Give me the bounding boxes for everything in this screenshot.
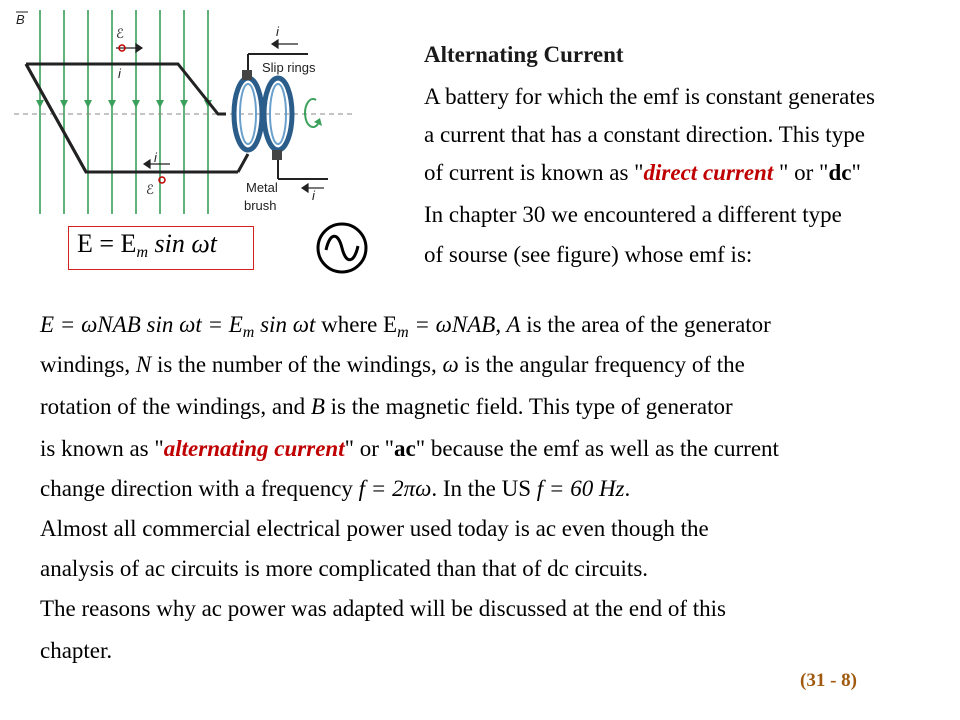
intro-line-1: A battery for which the emf is constant … [424, 84, 875, 109]
intro-line-4: In chapter 30 we encountered a different… [424, 202, 842, 227]
ac-source-icon [316, 222, 368, 274]
label-B: B [16, 12, 25, 27]
body-line-7: analysis of ac circuits is more complica… [40, 556, 649, 581]
boxed-emf-equation: E = Em sin ωt [68, 226, 254, 270]
magnetic-field-lines [39, 10, 209, 214]
term-ac: ac [394, 436, 416, 461]
label-i-top: i [118, 66, 122, 81]
body-line-9: chapter. [40, 638, 113, 663]
intro-line-3: of current is known as "direct current "… [424, 160, 861, 185]
label-emf-top: ℰ [116, 26, 124, 41]
term-direct-current: direct current [643, 160, 779, 185]
body-line-3: rotation of the windings, and B is the m… [40, 394, 733, 419]
label-metal: Metal [246, 180, 278, 195]
page-number: (31 - 8) [800, 670, 857, 691]
eq-emf-symbol: E [77, 229, 93, 258]
body-line-4: is known as "alternating current" or "ac… [40, 436, 779, 461]
body-line-8: The reasons why ac power was adapted wil… [40, 596, 726, 621]
term-dc: dc [828, 160, 852, 185]
intro-line-2: a current that has a constant direction.… [424, 122, 865, 147]
label-i-bottom: i [154, 150, 158, 165]
term-alternating-current: alternating current [163, 436, 345, 461]
eq-sin-omega-t: sin ωt [148, 229, 217, 258]
ac-generator-figure: B ℰ i i ℰ i i Slip rings Metal brush [14, 10, 353, 214]
label-brush: brush [244, 198, 277, 213]
body-line-1: E = ωNAB sin ωt = Em sin ωt where Em = ω… [40, 312, 771, 341]
intro-line-5: of sourse (see figure) whose emf is: [424, 242, 753, 267]
eq-equals-em: = E [92, 229, 137, 258]
eq-sub-m: m [136, 244, 148, 261]
label-emf-bottom: ℰ [146, 182, 154, 197]
body-line-6: Almost all commercial electrical power u… [40, 516, 709, 541]
label-i-ring-top: i [276, 24, 280, 39]
body-line-2: windings, N is the number of the winding… [40, 352, 745, 377]
body-line-5: change direction with a frequency f = 2π… [40, 476, 631, 501]
slide-title: Alternating Current [424, 42, 624, 67]
label-i-ring-bottom: i [312, 188, 316, 203]
label-slip-rings: Slip rings [262, 60, 316, 75]
